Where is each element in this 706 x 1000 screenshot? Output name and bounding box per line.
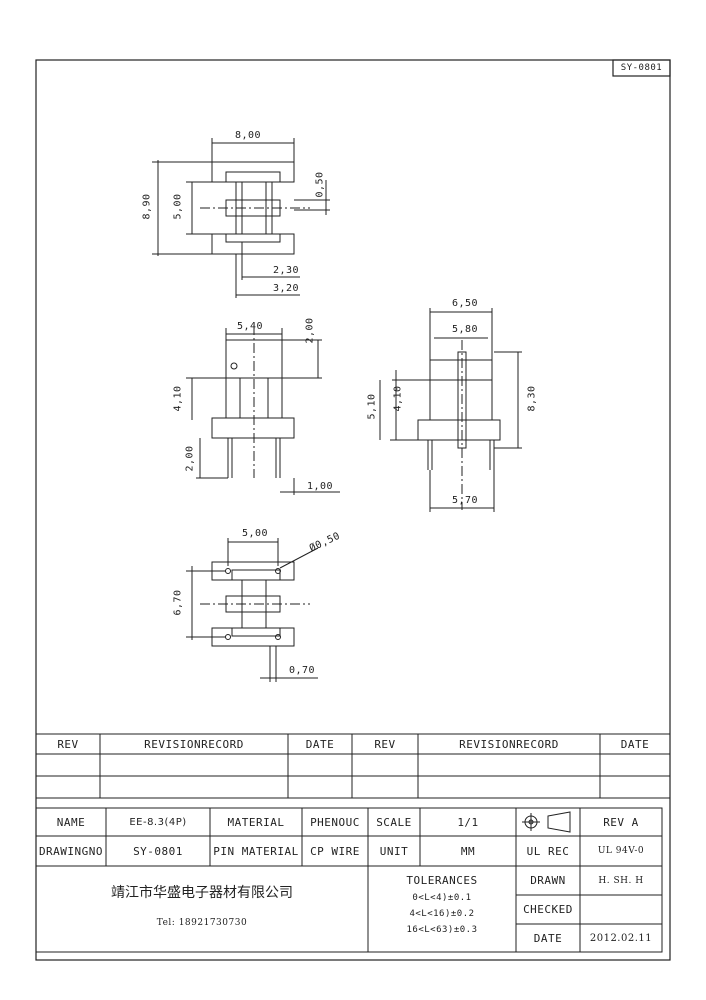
- top-flange-bottom: [211, 233, 295, 255]
- bottom-view: [186, 538, 319, 682]
- name-value: EE-8.3(4P): [129, 816, 187, 828]
- rev-label: REV A: [603, 815, 639, 829]
- unit-value: MM: [460, 844, 476, 858]
- name-label: NAME: [56, 815, 86, 829]
- dim-side-h1: 5,10: [366, 393, 378, 420]
- dim-front-top-height: 2,00: [304, 317, 316, 344]
- dim-top-width: 8,00: [234, 130, 262, 141]
- dim-top-height-inner: 5,00: [172, 193, 184, 220]
- company-tel: Tel: 18921730730: [156, 918, 248, 928]
- company-name: 靖江市华盛电子器材有限公司: [111, 885, 293, 901]
- dim-side-base-width: 5,70: [451, 495, 479, 506]
- projection-symbol: [522, 811, 571, 833]
- tolerances-label: TOLERANCES: [406, 873, 478, 887]
- pin-material-label: PIN MATERIAL: [213, 844, 299, 858]
- dim-bottom-pin-width: 0,70: [288, 665, 316, 676]
- material-label: MATERIAL: [227, 815, 285, 829]
- tolerance-1: 0<L<4)±0.1: [412, 892, 472, 903]
- dim-side-outer-width: 6,50: [451, 298, 479, 309]
- front-view: [186, 325, 340, 495]
- tolerance-3: 16<L<63)±0.3: [406, 924, 478, 935]
- sheet-border: [35, 59, 671, 961]
- side-view: [379, 308, 522, 512]
- dim-side-h2: 4,10: [392, 385, 404, 412]
- dim-front-body-height: 4,10: [172, 385, 184, 412]
- drawingno-label: DRAWINGNO: [38, 844, 104, 858]
- drawing-tag: SY-0801: [620, 63, 663, 73]
- tolerance-2: 4<L<16)±0.2: [409, 908, 475, 919]
- drawn-value: H. SH. H: [598, 875, 644, 886]
- date-label: DATE: [533, 931, 563, 945]
- revision-record-header-2: REVISIONRECORD: [459, 737, 559, 751]
- rev-header-2: REV: [374, 737, 396, 751]
- unit-label: UNIT: [379, 844, 409, 858]
- dim-top-thickness: 0,50: [314, 171, 326, 198]
- ul-rec-label: UL REC: [526, 844, 570, 858]
- dim-front-width: 5,40: [236, 321, 264, 332]
- dim-front-pin-length: 2,00: [184, 445, 196, 472]
- dim-bottom-height: 6,70: [172, 589, 184, 616]
- revision-table-lines: [36, 733, 670, 799]
- dim-top-offset-2: 3,20: [272, 283, 300, 294]
- rev-header-1: REV: [57, 737, 79, 751]
- dim-side-total-height: 8,30: [526, 385, 538, 412]
- pin-material-value: CP WIRE: [310, 844, 360, 858]
- dim-side-inner-width: 5,80: [451, 324, 479, 335]
- checked-label: CHECKED: [523, 903, 573, 916]
- tag-box: [612, 59, 671, 77]
- dim-bottom-width: 5,00: [241, 528, 269, 539]
- drawingno-value: SY-0801: [133, 844, 183, 858]
- date-header-2: DATE: [620, 737, 650, 751]
- date-value: 2012.02.11: [589, 932, 653, 944]
- title-block-lines: [35, 807, 663, 953]
- date-header-1: DATE: [305, 737, 335, 751]
- drawn-label: DRAWN: [530, 874, 566, 887]
- dim-top-offset-1: 2,30: [272, 265, 300, 276]
- checked-value: [580, 895, 662, 924]
- scale-label: SCALE: [376, 815, 412, 829]
- top-view: [152, 138, 330, 298]
- revision-record-header-1: REVISIONRECORD: [144, 737, 244, 751]
- dim-front-pin-spacing: 1,00: [306, 481, 334, 492]
- dim-top-height-outer: 8,90: [141, 193, 153, 220]
- scale-value: 1/1: [457, 815, 479, 829]
- material-value: PHENOUC: [310, 815, 360, 829]
- ul-rec-value: UL 94V-0: [597, 846, 645, 856]
